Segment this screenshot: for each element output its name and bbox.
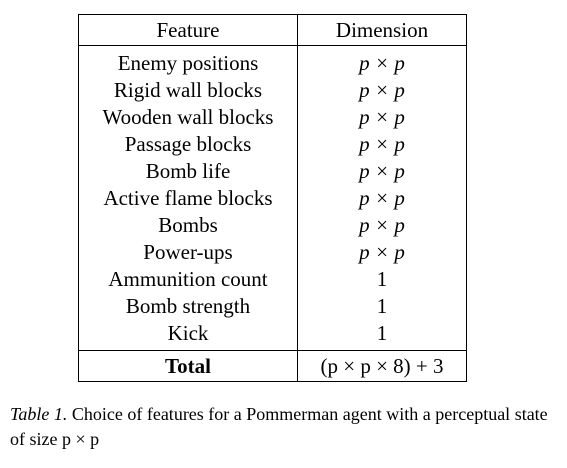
- table-row: Enemy positions p × p: [78, 45, 467, 77]
- feature-cell: Bomb life: [78, 158, 298, 185]
- caption-text: Choice of features for a Pommerman agent…: [10, 404, 548, 449]
- feature-cell: Active flame blocks: [78, 185, 298, 212]
- table-row: Active flame blocks p × p: [78, 185, 467, 212]
- table-row: Kick 1: [78, 320, 467, 351]
- dimension-cell: p × p: [297, 104, 467, 131]
- total-dimension: (p × p × 8) + 3: [297, 350, 467, 382]
- feature-cell: Ammunition count: [78, 266, 298, 293]
- feature-cell: Rigid wall blocks: [78, 77, 298, 104]
- table-row: Bomb strength 1: [78, 293, 467, 320]
- feature-cell: Bomb strength: [78, 293, 298, 320]
- feature-cell: Enemy positions: [78, 45, 298, 77]
- header-dimension: Dimension: [297, 14, 467, 46]
- table-row: Wooden wall blocks p × p: [78, 104, 467, 131]
- table-row: Bomb life p × p: [78, 158, 467, 185]
- total-label: Total: [78, 350, 298, 382]
- table-row: Ammunition count 1: [78, 266, 467, 293]
- dimension-cell: 1: [297, 266, 467, 293]
- total-row: Total (p × p × 8) + 3: [78, 350, 467, 382]
- feature-cell: Power-ups: [78, 239, 298, 266]
- table-row: Passage blocks p × p: [78, 131, 467, 158]
- dimension-cell: p × p: [297, 239, 467, 266]
- feature-cell: Bombs: [78, 212, 298, 239]
- caption-label: Table 1.: [10, 404, 68, 424]
- dimension-cell: 1: [297, 293, 467, 320]
- feature-cell: Passage blocks: [78, 131, 298, 158]
- feature-cell: Wooden wall blocks: [78, 104, 298, 131]
- dimension-cell: p × p: [297, 45, 467, 77]
- dimension-cell: p × p: [297, 212, 467, 239]
- table-header-row: Feature Dimension: [78, 14, 467, 46]
- dimension-cell: 1: [297, 320, 467, 351]
- table-row: Bombs p × p: [78, 212, 467, 239]
- table-row: Rigid wall blocks p × p: [78, 77, 467, 104]
- dimension-cell: p × p: [297, 185, 467, 212]
- table-row: Power-ups p × p: [78, 239, 467, 266]
- table-caption: Table 1. Choice of features for a Pommer…: [10, 402, 560, 452]
- features-table: Feature Dimension Enemy positions p × p …: [78, 14, 467, 382]
- dimension-cell: p × p: [297, 77, 467, 104]
- feature-cell: Kick: [78, 320, 298, 351]
- dimension-cell: p × p: [297, 158, 467, 185]
- dimension-cell: p × p: [297, 131, 467, 158]
- header-feature: Feature: [78, 14, 298, 46]
